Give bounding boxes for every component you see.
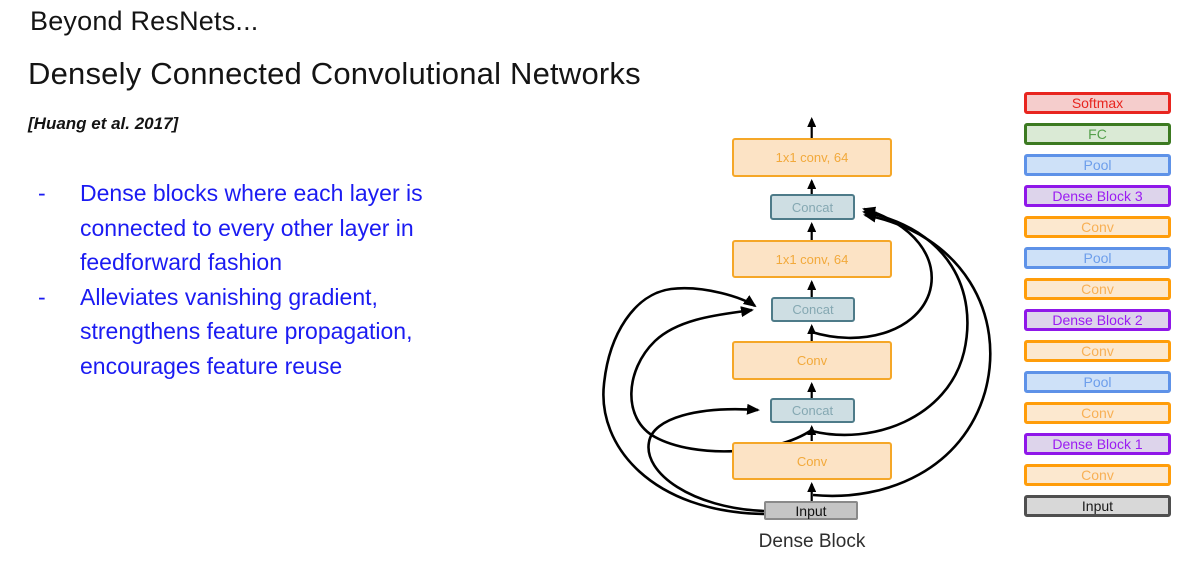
arch-layer-11-conv: Conv (1024, 402, 1171, 424)
arch-layer-1-softmax: Softmax (1024, 92, 1171, 114)
bullet-dash: - (38, 180, 46, 206)
diagram-caption: Dense Block (758, 531, 866, 552)
slide-subtitle: Densely Connected Convolutional Networks (28, 56, 641, 91)
diagram-box-concat-1: Concat (770, 398, 855, 423)
arch-layer-5-conv: Conv (1024, 216, 1171, 238)
arch-layer-6-pool: Pool (1024, 247, 1171, 269)
arch-layer-7-conv: Conv (1024, 278, 1171, 300)
diagram-box-1x1-conv-mid: 1x1 conv, 64 (732, 240, 892, 278)
bullet-line: strengthens feature propagation, (80, 318, 413, 344)
arch-layer-13-conv: Conv (1024, 464, 1171, 486)
arch-layer-12-dense-block-1: Dense Block 1 (1024, 433, 1171, 455)
diagram-box-conv-lower: Conv (732, 442, 892, 480)
diagram-box-1x1-conv-top: 1x1 conv, 64 (732, 138, 892, 177)
arch-layer-2-fc: FC (1024, 123, 1171, 145)
arch-layer-10-pool: Pool (1024, 371, 1171, 393)
bullet-list: - Dense blocks where each layer is conne… (38, 176, 508, 383)
bullet-line: Alleviates vanishing gradient, (80, 283, 378, 310)
bullet-line: connected to every other layer in (80, 214, 414, 241)
slide-title: Beyond ResNets... (30, 6, 259, 36)
skip-arrow-input-to-concat2 (602, 286, 765, 516)
diagram-box-concat-3: Concat (770, 194, 855, 220)
arch-layer-8-dense-block-2: Dense Block 2 (1024, 309, 1171, 331)
diagram-box-concat-2: Concat (771, 297, 855, 322)
citation: [Huang et al. 2017] (28, 114, 179, 133)
arch-layer-14-input: Input (1024, 495, 1171, 517)
diagram-box-input: Input (764, 501, 858, 520)
bullet-text: Dense blocks where each layer is connect… (80, 176, 423, 280)
bullet-line: Dense blocks where each layer is (80, 180, 423, 206)
diagram-box-conv-upper: Conv (732, 341, 892, 380)
skip-arrow-conv1-to-concat2 (630, 306, 813, 453)
bullet-item: - Dense blocks where each layer is conne… (38, 176, 508, 280)
arch-layer-9-conv: Conv (1024, 340, 1171, 362)
bullet-text: Alleviates vanishing gradient, strengthe… (80, 280, 412, 384)
arch-layer-4-dense-block-3: Dense Block 3 (1024, 185, 1171, 207)
bullet-line: encourages feature reuse (80, 352, 343, 379)
bullet-item: - Alleviates vanishing gradient, strengt… (38, 280, 508, 384)
arch-layer-3-pool: Pool (1024, 154, 1171, 176)
bullet-line: feedforward fashion (80, 249, 283, 275)
bullet-dash: - (38, 283, 46, 310)
